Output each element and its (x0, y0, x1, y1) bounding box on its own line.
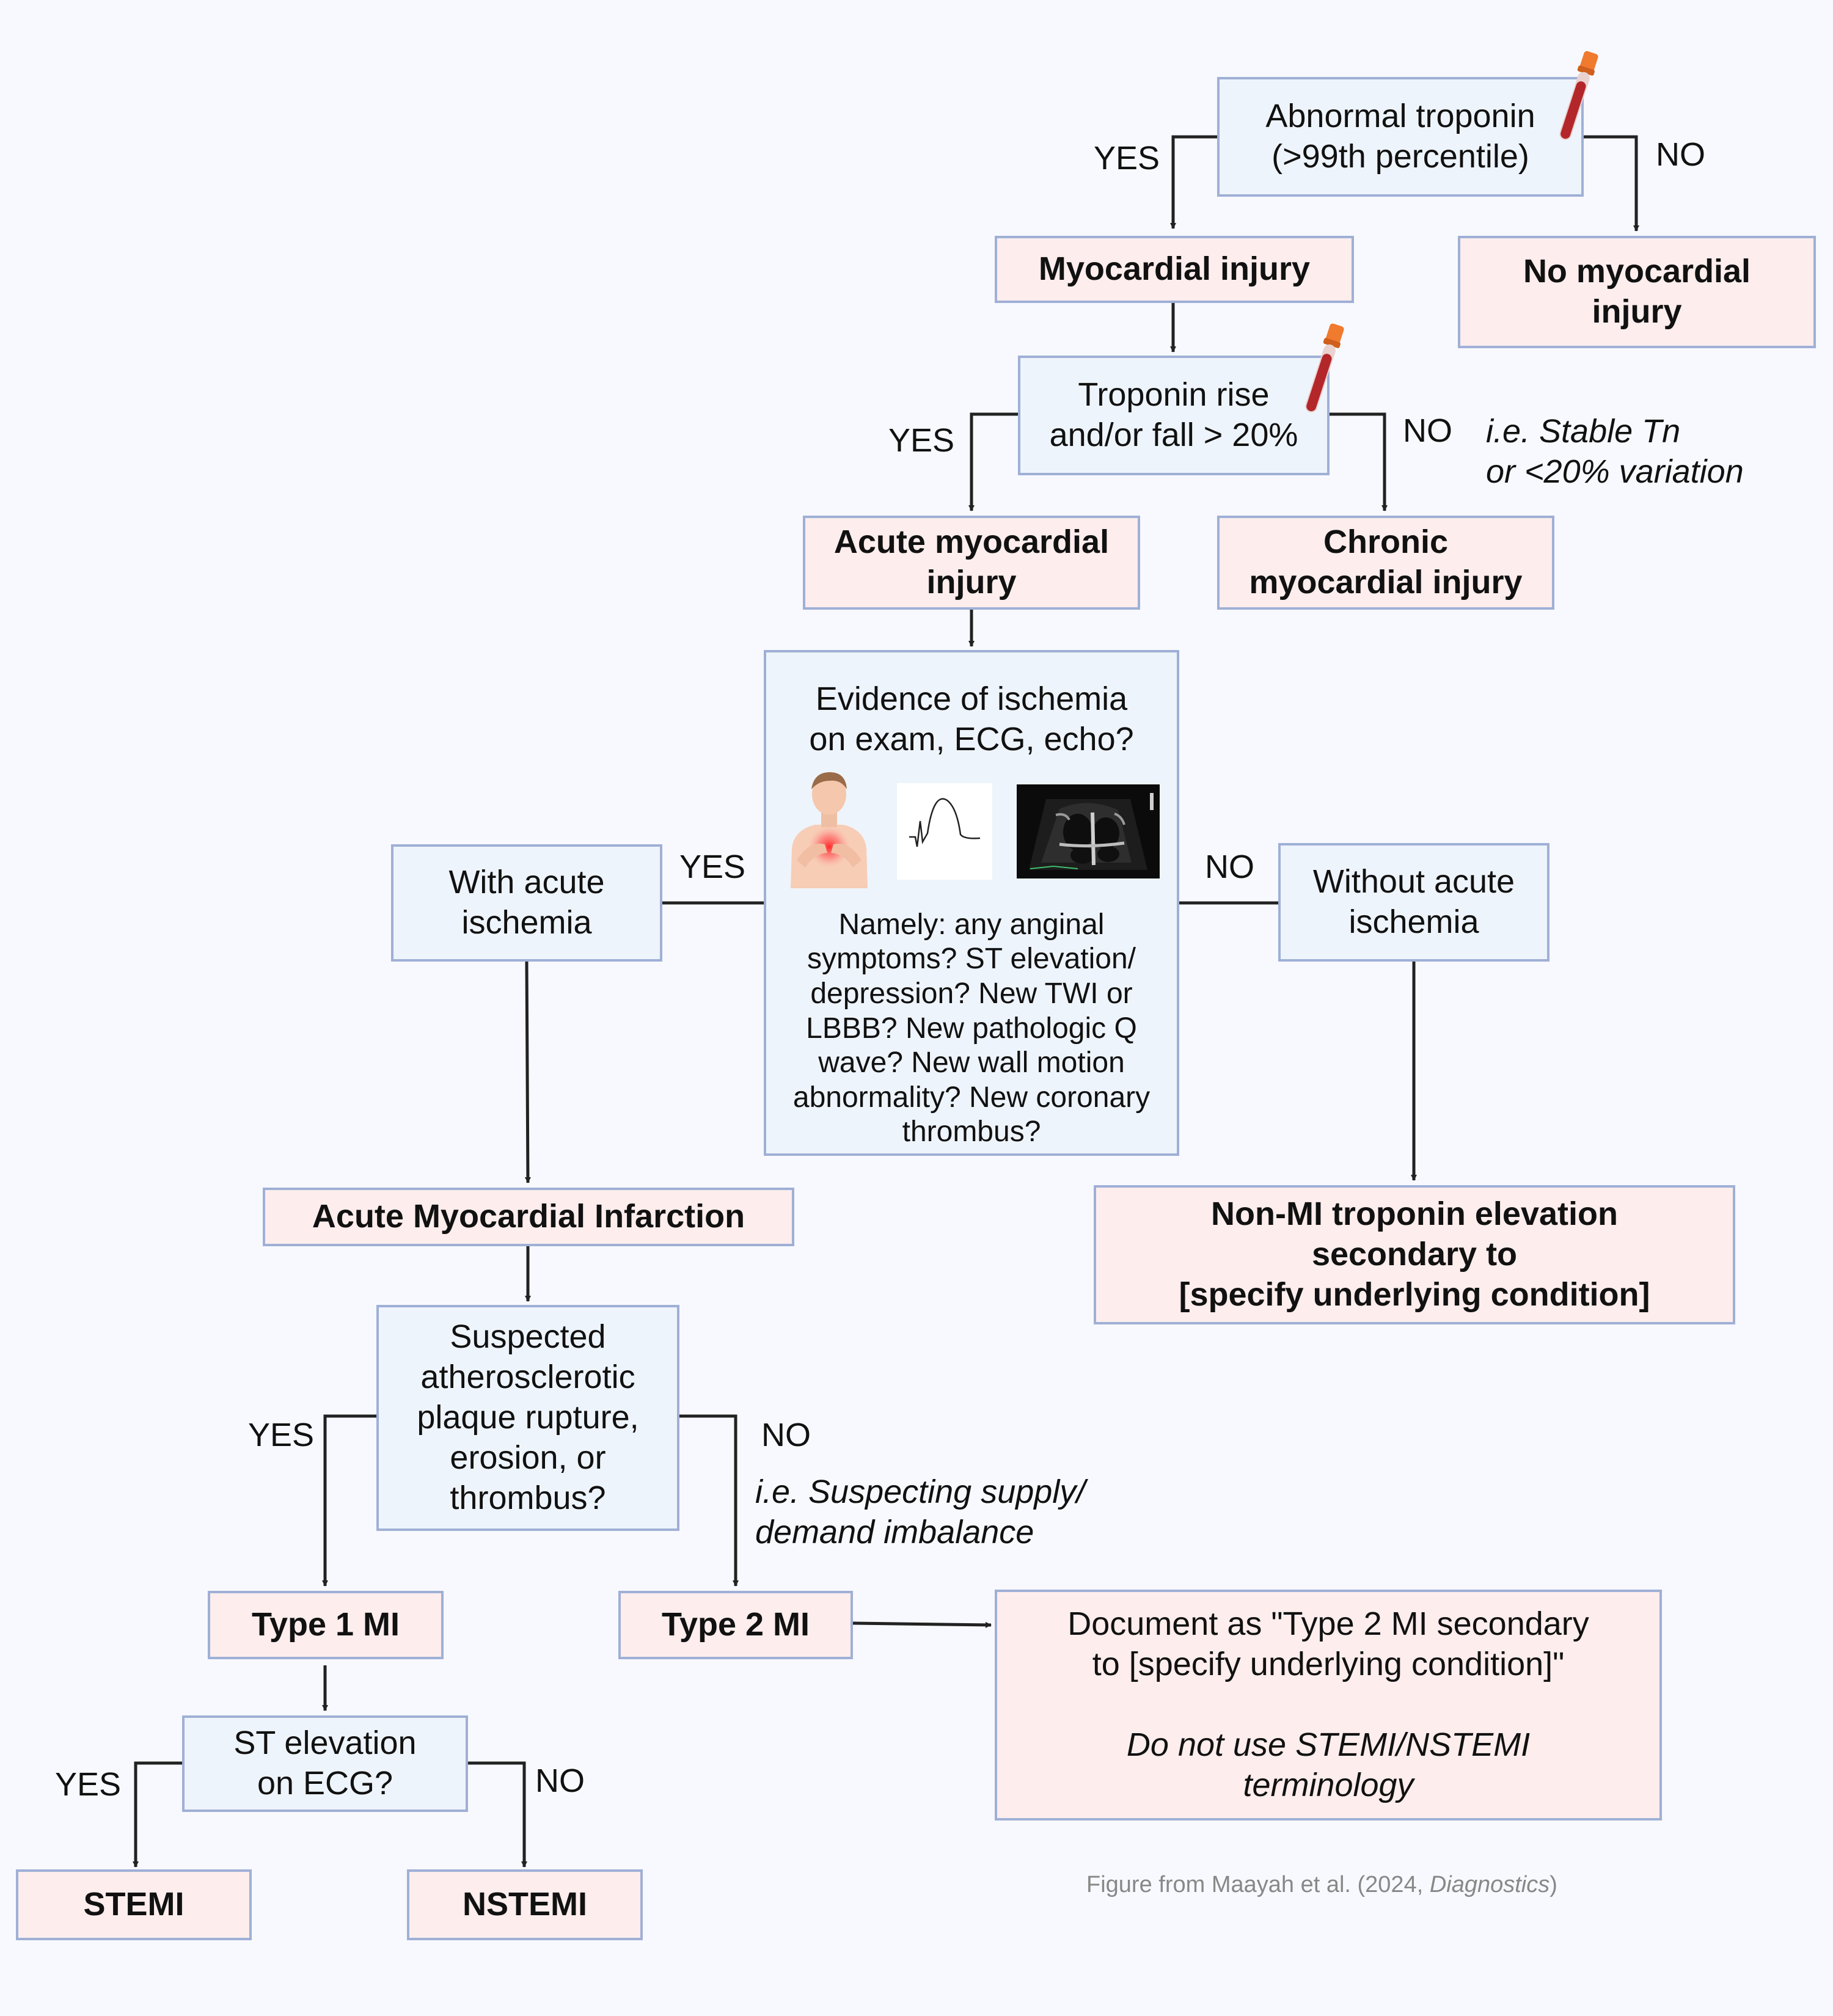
connector-rise-no (1330, 412, 1388, 511)
connector-troponin-no (1584, 135, 1639, 232)
node-troponin-rise: Troponin rise and/or fall > 20% (1018, 356, 1330, 475)
node-non-mi-elevation: Non-MI troponin elevation secondary to [… (1094, 1185, 1735, 1324)
node-st-elevation: ST elevation on ECG? (182, 1715, 468, 1812)
figure-credit: Figure from Maayah et al. (2024, Diagnos… (1086, 1872, 1557, 1897)
node-stemi: STEMI (16, 1869, 252, 1940)
label-yes: YES (679, 849, 746, 885)
connector-st-no (468, 1761, 527, 1868)
label-no: NO (1656, 136, 1705, 173)
node-with-acute-ischemia: With acute ischemia (391, 844, 662, 962)
echocardiogram-image-icon (1017, 784, 1160, 878)
node-nstemi: NSTEMI (407, 1869, 643, 1940)
connector-rise-yes (968, 412, 1018, 511)
blood-tube-icon (1305, 323, 1344, 413)
note-supply-demand: i.e. Suspecting supply/ demand imbalance (755, 1474, 1086, 1550)
label-yes: YES (888, 422, 955, 459)
connector-st-yes (133, 1761, 182, 1868)
label-no: NO (1403, 412, 1452, 449)
label-yes: YES (55, 1766, 122, 1803)
node-chronic-myocardial-injury: Chronic myocardial injury (1217, 516, 1554, 610)
label-no: NO (535, 1762, 585, 1799)
chest-pain-person-icon (791, 772, 868, 888)
blood-tube-icon (1559, 51, 1598, 141)
node-document-type2: Document as "Type 2 MI secondary to [spe… (995, 1590, 1662, 1821)
node-no-myocardial-injury: No myocardial injury (1458, 236, 1816, 348)
label-no: NO (1205, 849, 1254, 885)
node-ischemia-evidence: Evidence of ischemia on exam, ECG, echo?… (764, 650, 1179, 1156)
node-myocardial-injury: Myocardial injury (995, 236, 1354, 303)
label-no: NO (761, 1417, 811, 1453)
note-stable-tn: i.e. Stable Tn or <20% variation (1486, 413, 1744, 490)
connector-troponin-yes (1170, 135, 1217, 229)
node-acute-myocardial-injury: Acute myocardial injury (803, 516, 1140, 610)
node-type1-mi: Type 1 MI (208, 1591, 444, 1659)
connector-with-ami (524, 961, 531, 1183)
connector-plaque-yes (322, 1414, 376, 1587)
connector-plaque-no (679, 1414, 739, 1587)
node-without-acute-ischemia: Without acute ischemia (1278, 843, 1549, 962)
ecg-waveform-icon (897, 783, 992, 880)
node-suspected-plaque: Suspected atherosclerotic plaque rupture… (376, 1305, 679, 1531)
label-yes: YES (248, 1417, 315, 1453)
node-acute-mi: Acute Myocardial Infarction (263, 1188, 794, 1246)
connector-type2-document (852, 1621, 992, 1628)
label-yes: YES (1094, 140, 1160, 177)
node-abnormal-troponin: Abnormal troponin (>99th percentile) (1217, 77, 1584, 197)
node-type2-mi: Type 2 MI (618, 1591, 853, 1659)
